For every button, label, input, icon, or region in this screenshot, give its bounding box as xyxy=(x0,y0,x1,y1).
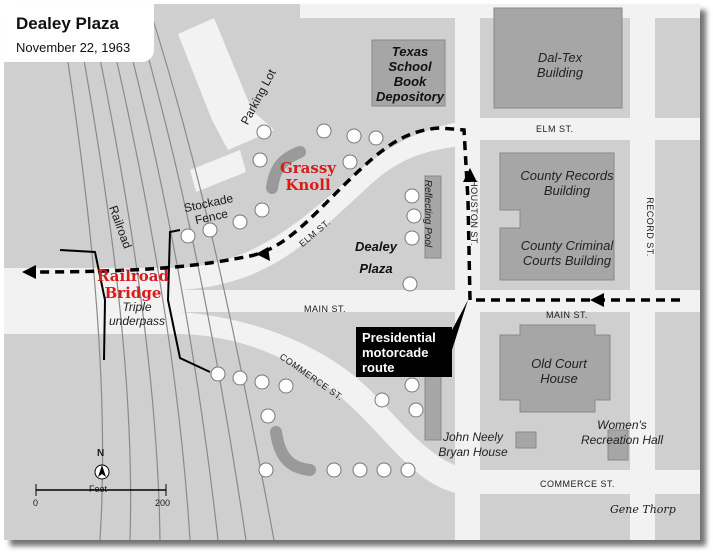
commerce-street-road xyxy=(4,312,700,494)
label-reflecting-pool: Reflecting Pool xyxy=(422,179,434,248)
label-main-right: MAIN ST. xyxy=(546,310,589,320)
pergola-curves xyxy=(266,146,316,476)
reflecting-pool-building xyxy=(424,175,442,259)
scale-unit-label: Feet xyxy=(89,484,108,494)
label-womens: Women's Recreation Hall xyxy=(580,418,664,447)
trees xyxy=(180,123,424,478)
motorcade-callout-pointer xyxy=(452,300,468,350)
map-title: Dealey Plaza xyxy=(16,14,120,33)
label-old-court: Old Court House xyxy=(531,356,587,386)
houston-street-road xyxy=(455,4,480,540)
motorcade-route xyxy=(29,126,680,302)
roads xyxy=(4,4,700,540)
county-records-building xyxy=(499,152,615,281)
daltex-building xyxy=(493,7,623,109)
scale-min-label: 0 xyxy=(33,498,39,508)
scale-bar xyxy=(35,484,167,496)
route-arrows xyxy=(22,168,604,307)
label-houston: HOUSTON ST. xyxy=(468,180,479,246)
label-triple-underpass: Triple underpass xyxy=(108,300,166,328)
label-record: RECORD ST. xyxy=(644,197,655,257)
railroad-bridge-brackets xyxy=(59,229,211,373)
neely-house xyxy=(515,431,537,449)
map-date: November 22, 1963 xyxy=(16,40,131,55)
elm-street-road xyxy=(4,120,470,290)
depository-building xyxy=(371,39,446,107)
old-court-house-building xyxy=(499,324,611,413)
north-arrow-icon xyxy=(94,464,110,480)
title-box: Dealey Plaza November 22, 1963 xyxy=(4,4,154,62)
elm-street-east-road xyxy=(455,118,700,140)
map-credit: Gene Thorp xyxy=(610,503,676,516)
record-street-road xyxy=(630,4,655,540)
parking-lot-road xyxy=(178,18,274,150)
label-railroad-bridge: Railroad Bridge xyxy=(96,267,170,302)
label-main-left: MAIN ST. xyxy=(304,304,347,314)
label-depository: Texas School Book Depository xyxy=(376,44,444,104)
label-elm-right: ELM ST. xyxy=(536,124,574,134)
label-neely: John Neely Bryan House xyxy=(438,430,508,459)
buildings xyxy=(371,7,629,461)
label-grassy-knoll: Grassy Knoll xyxy=(279,159,337,194)
motorcade-callout: Presidential motorcade route xyxy=(356,327,452,377)
label-commerce-right: COMMERCE ST. xyxy=(540,479,616,489)
label-daltex: Dal-Tex Building xyxy=(536,50,584,80)
womens-hall xyxy=(607,429,629,461)
label-county-criminal: County Criminal Courts Building xyxy=(520,238,614,268)
scale-max-label: 200 xyxy=(155,498,171,508)
label-dealey-plaza: Dealey Plaza xyxy=(355,239,397,276)
parking-lot-ramp xyxy=(190,150,246,192)
scale-north-label: N xyxy=(97,448,105,459)
main-street-road xyxy=(4,290,700,312)
label-county-records: County Records Building xyxy=(520,168,614,198)
